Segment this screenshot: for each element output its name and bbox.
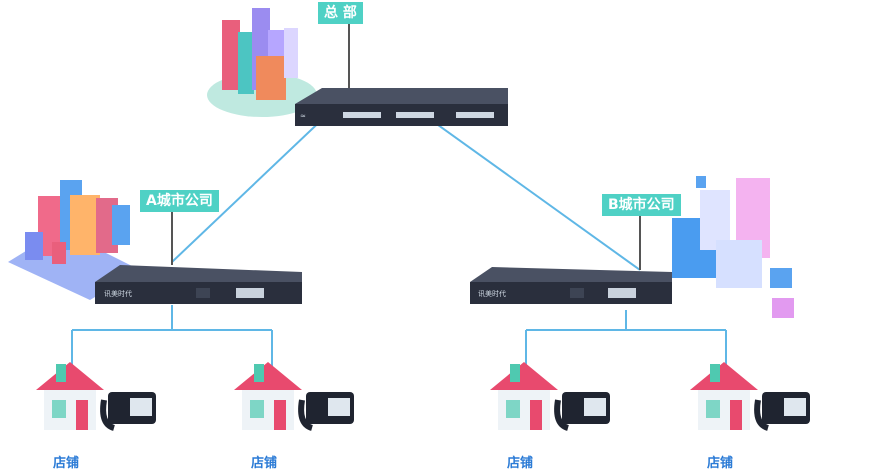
branch-b-label: B城市公司 bbox=[602, 194, 681, 216]
branch-a-gateway-device: 讯美时代 bbox=[95, 265, 302, 304]
store-2-label: 店铺 bbox=[250, 456, 277, 471]
hq-to-branch-b-link bbox=[419, 111, 641, 271]
store-2-illustration bbox=[234, 362, 354, 431]
phone-icon bbox=[100, 392, 156, 431]
store-4-illustration bbox=[690, 362, 810, 431]
hq-label: 总 部 bbox=[318, 2, 363, 24]
store-1-illustration bbox=[36, 362, 156, 431]
branch-a-tree bbox=[71, 305, 273, 378]
branch-b-device-brand: 讯美时代 bbox=[478, 289, 506, 298]
store-4-label: 店铺 bbox=[706, 456, 733, 471]
svg-text:≈: ≈ bbox=[300, 112, 306, 120]
store-3-illustration bbox=[490, 362, 610, 431]
phone-icon bbox=[554, 392, 610, 431]
store-3-label: 店铺 bbox=[506, 456, 533, 471]
branch-b-tree bbox=[525, 310, 727, 378]
branch-a-label: A城市公司 bbox=[140, 190, 219, 212]
hq-buildings-illustration bbox=[207, 8, 317, 117]
connections bbox=[71, 20, 727, 378]
branch-a-buildings-illustration bbox=[8, 180, 140, 300]
phone-icon bbox=[754, 392, 810, 431]
hq-gateway-device: ≈ bbox=[295, 88, 508, 126]
branch-b-gateway-device: 讯美时代 bbox=[470, 267, 672, 304]
store-1-label: 店铺 bbox=[52, 456, 79, 471]
branch-a-device-brand: 讯美时代 bbox=[104, 289, 132, 298]
hq-to-branch-a-link bbox=[171, 111, 331, 263]
phone-icon bbox=[298, 392, 354, 431]
branch-b-buildings-illustration bbox=[672, 176, 794, 318]
